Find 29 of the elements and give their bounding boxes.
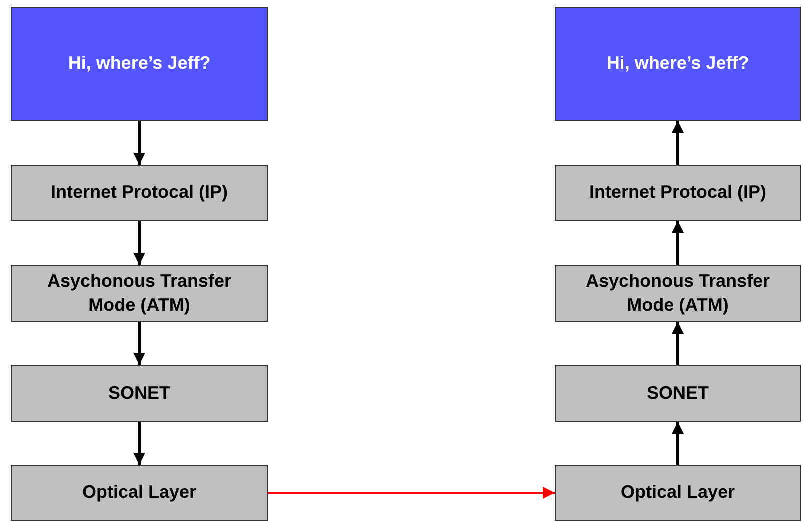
box-label: SONET xyxy=(108,382,170,405)
arrow xyxy=(268,487,555,499)
arrow xyxy=(134,322,146,365)
box-label: Internet Protocal (IP) xyxy=(50,181,228,204)
box-label: Internet Protocal (IP) xyxy=(589,181,767,204)
layer-box xyxy=(11,165,268,221)
layer-box xyxy=(11,265,268,322)
layer-box xyxy=(555,365,801,422)
message-box xyxy=(555,7,801,121)
message-box xyxy=(11,7,268,121)
layer-box xyxy=(555,265,801,322)
box-label: Optical Layer xyxy=(82,481,197,504)
arrow xyxy=(134,422,146,465)
layer-box xyxy=(11,465,268,521)
layer-box xyxy=(555,465,801,521)
arrow xyxy=(672,221,684,265)
arrow xyxy=(672,322,684,365)
box-label: SONET xyxy=(646,382,709,405)
layer-box xyxy=(11,365,268,422)
box-label: Hi, where’s Jeff? xyxy=(68,52,211,76)
arrow xyxy=(672,121,684,165)
layer-box xyxy=(555,165,801,221)
arrow xyxy=(134,221,146,265)
box-label: Asychonous Transfer Mode (ATM) xyxy=(46,270,233,317)
box-label: Optical Layer xyxy=(620,481,736,504)
arrow xyxy=(134,121,146,165)
box-label: Hi, where’s Jeff? xyxy=(606,52,750,76)
box-label: Asychonous Transfer Mode (ATM) xyxy=(584,270,772,317)
arrow xyxy=(672,422,684,465)
